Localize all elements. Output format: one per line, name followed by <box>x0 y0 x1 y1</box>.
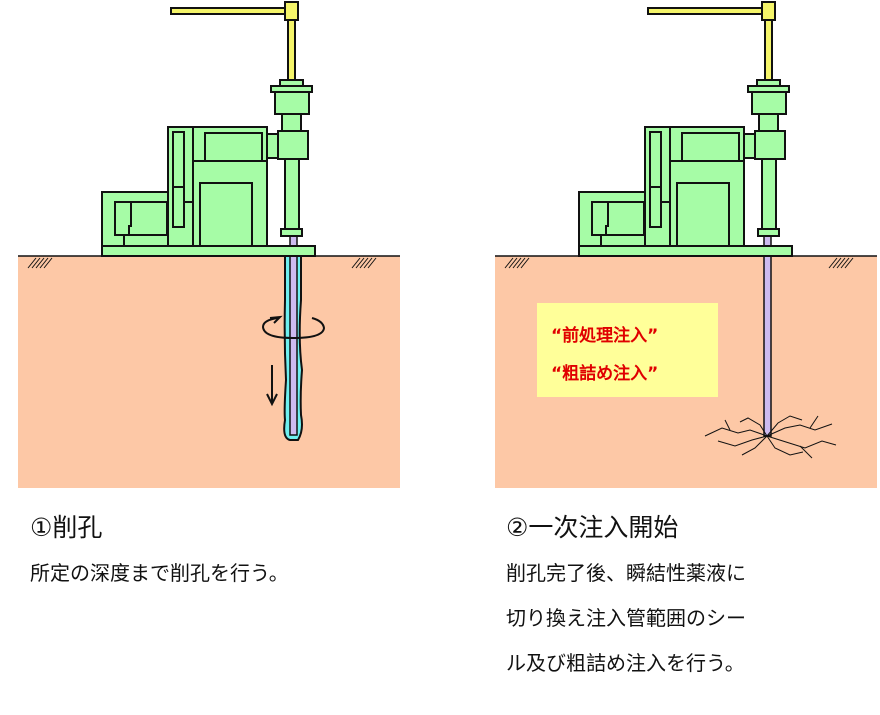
note-pretreatment: “前処理注入” <box>551 326 659 346</box>
panel-1-description: 所定の深度まで削孔を行う。 <box>30 561 289 585</box>
soil <box>18 256 400 488</box>
rotation-arrow-icon <box>261 317 326 340</box>
injection-note-box: “前処理注入” “粗詰め注入” <box>537 303 718 397</box>
grout-fracture-veins <box>704 415 837 459</box>
panel-2-description-line-3: ル及び粗詰め注入を行う。 <box>506 651 745 675</box>
panel-2-title: ②一次注入開始 <box>506 513 679 542</box>
panel-2-description-line-1: 削孔完了後、瞬結性薬液に <box>506 561 746 585</box>
panel-1-drilling <box>18 1 400 488</box>
note-rough-filling: “粗詰め注入” <box>551 364 659 384</box>
injection-pipe <box>289 235 298 436</box>
panel-2-description-line-2: 切り換え注入管範囲のシー <box>506 606 746 630</box>
injection-pipe <box>763 235 772 437</box>
panel-2-injection <box>495 1 877 488</box>
drilling-machine <box>101 1 316 257</box>
panel-1-title: ①削孔 <box>30 513 103 542</box>
drilling-machine <box>578 1 793 257</box>
